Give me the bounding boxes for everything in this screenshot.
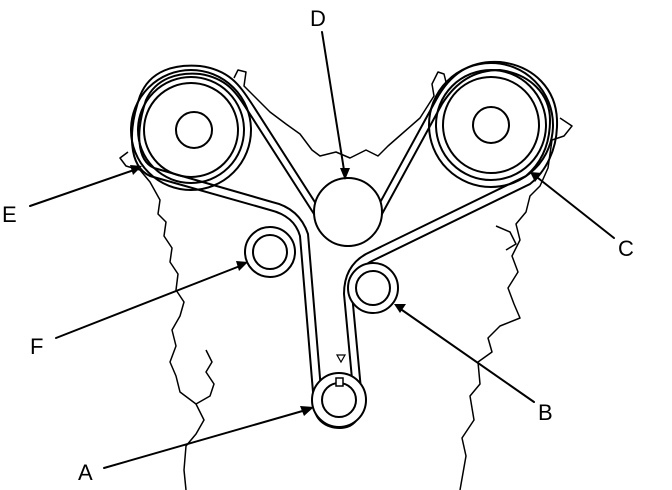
callout-label-d: D [310,6,326,31]
leader-line-b [394,304,535,403]
idler-pulley-inner [252,234,288,270]
water-pump-pulley [313,177,383,247]
crankshaft-pulley-outer [311,372,367,428]
engine-block-left-outline [119,151,205,490]
left-camshaft-pulley-outer [130,69,252,191]
callout-label-f: F [30,334,43,359]
right-camshaft-pulley-outer [428,62,554,188]
left-camshaft-pulley-hub [175,111,213,149]
right-camshaft-pulley-hub [472,106,510,144]
engine-block-left-inner [195,349,215,405]
timing-belt-outer-edge [131,60,559,430]
timing-cover-upper [233,69,447,159]
engine-block-right-inner [495,225,517,251]
callout-label-b: B [538,400,553,425]
timing-mark-pointer-icon [335,354,347,364]
crankshaft-key [335,377,344,387]
tensioner-pulley-inner [355,270,391,306]
left-camshaft-pulley-ring [137,76,245,184]
callout-label-a: A [78,460,93,485]
callout-label-e: E [2,202,17,227]
leader-line-e [29,165,142,207]
leader-line-d [321,31,350,180]
leader-line-a [103,406,314,469]
leader-line-f [55,261,248,339]
leader-line-c [530,172,615,239]
callout-label-c: C [618,236,634,261]
engine-block-right-outline [459,117,573,490]
left-camshaft-pulley-rim [143,82,239,178]
right-camshaft-pulley-rim [442,76,540,174]
